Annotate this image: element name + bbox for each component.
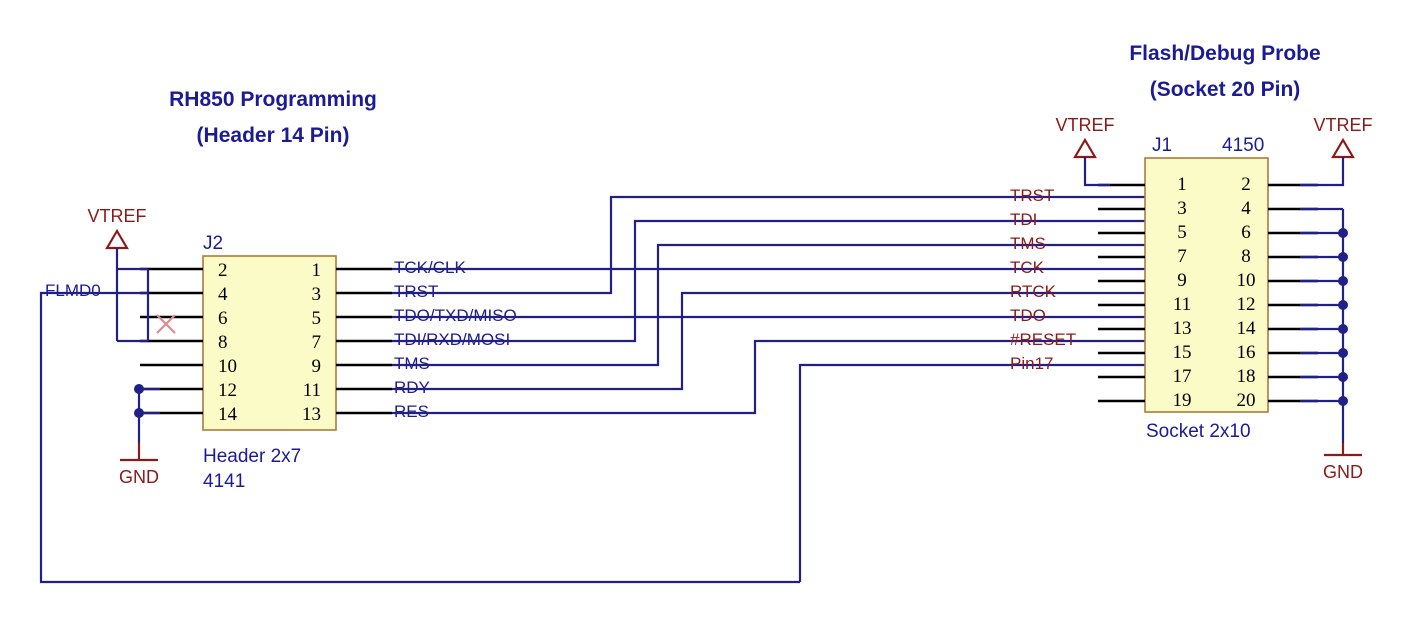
- left-pin-8: 8: [218, 332, 228, 353]
- left-connector-left-leads: [140, 267, 203, 415]
- mid-net-tck-clk: TCK/CLK: [394, 258, 466, 277]
- right-pin-6: 6: [1241, 222, 1251, 243]
- junction-dot: [134, 384, 144, 394]
- left-connector-desc1: Header 2x7: [203, 446, 301, 467]
- left-pin-4: 4: [218, 284, 228, 305]
- right-net-tms: TMS: [1010, 234, 1046, 253]
- left-pin-9: 9: [312, 356, 322, 377]
- right-pin-19: 19: [1173, 390, 1192, 411]
- wire-trst: [392, 195, 1145, 295]
- vtref-probe-left-label: VTREF: [1055, 115, 1114, 135]
- flmd0-label: FLMD0: [45, 281, 101, 300]
- vtref-probe-right-symbol: [1331, 137, 1355, 159]
- vtref-probe-right-label: VTREF: [1313, 115, 1372, 135]
- right-pin-10: 10: [1237, 270, 1256, 291]
- right-pin-13: 13: [1173, 318, 1192, 339]
- right-pin-8: 8: [1241, 246, 1251, 267]
- vtref-probe-left-symbol: [1073, 137, 1097, 159]
- right-net-tdi: TDI: [1010, 210, 1037, 229]
- gnd-right-label: GND: [1323, 462, 1363, 482]
- right-pin-4: 4: [1241, 198, 1251, 219]
- mid-net-res: RES: [394, 402, 429, 421]
- mid-net-tdo: TDO/TXD/MISO: [394, 306, 517, 325]
- left-connector-right-leads: [336, 267, 392, 415]
- wire-tms: [392, 243, 1145, 367]
- mid-net-trst: TRST: [394, 282, 438, 301]
- right-pin-18: 18: [1237, 366, 1256, 387]
- left-pin-1: 1: [312, 260, 322, 281]
- no-connect-icon: [156, 314, 176, 334]
- left-connector-body: [202, 255, 337, 431]
- right-net-tck: TCK: [1010, 258, 1045, 277]
- right-connector-body: [1144, 157, 1269, 413]
- left-pin-2: 2: [218, 260, 228, 281]
- right-connector-right-leads: [1268, 183, 1318, 403]
- wire-rtck: [392, 291, 1145, 391]
- gnd-right-junction-dots: [1338, 228, 1348, 406]
- left-connector-ref: J2: [203, 233, 223, 254]
- left-pin-14: 14: [218, 404, 238, 425]
- right-title-line1: Flash/Debug Probe: [1129, 42, 1320, 65]
- right-pin-15: 15: [1173, 342, 1192, 363]
- right-pin-16: 16: [1237, 342, 1256, 363]
- mid-net-tdi: TDI/RXD/MOSI: [394, 330, 510, 349]
- right-net-tdo: TDO: [1010, 306, 1046, 325]
- left-pin-6: 6: [218, 308, 228, 329]
- vtref-probe-left-wire: [1083, 157, 1110, 187]
- right-connector-ref: J1: [1152, 135, 1172, 156]
- mid-net-rdy: RDY: [394, 378, 430, 397]
- wire-pin17: [798, 363, 1145, 582]
- mid-net-tms: TMS: [394, 354, 430, 373]
- right-pin-2: 2: [1241, 174, 1251, 195]
- right-title-line2: (Socket 20 Pin): [1150, 78, 1301, 101]
- right-net-reset: #RESET: [1010, 330, 1076, 349]
- right-net-pin17: Pin17: [1010, 354, 1053, 373]
- junction-dot: [134, 408, 144, 418]
- left-pin-13: 13: [302, 404, 321, 425]
- left-pin-3: 3: [312, 284, 322, 305]
- left-connector-desc2: 4141: [203, 471, 245, 492]
- right-pin-1: 1: [1177, 174, 1187, 195]
- right-pin-17: 17: [1173, 366, 1192, 387]
- wire-tdi: [392, 219, 1145, 343]
- left-pin-7: 7: [312, 332, 322, 353]
- right-pin-9: 9: [1177, 270, 1187, 291]
- right-pin-11: 11: [1173, 294, 1191, 315]
- right-pin-12: 12: [1237, 294, 1256, 315]
- right-pin-7: 7: [1177, 246, 1187, 267]
- gnd-right-branches: [1300, 231, 1343, 403]
- right-pin-14: 14: [1237, 318, 1257, 339]
- left-pin-11: 11: [303, 380, 321, 401]
- left-title-line1: RH850 Programming: [169, 88, 377, 111]
- right-net-trst: TRST: [1010, 186, 1054, 205]
- right-connector-desc: Socket 2x10: [1146, 421, 1251, 442]
- left-pin-5: 5: [312, 308, 322, 329]
- right-connector-part: 4150: [1222, 135, 1264, 156]
- right-pin-5: 5: [1177, 222, 1187, 243]
- vtref-probe-right-wire: [1300, 157, 1345, 187]
- vtref-left-label: VTREF: [87, 206, 146, 226]
- wire-reset: [392, 339, 1145, 415]
- left-title-line2: (Header 14 Pin): [197, 124, 350, 147]
- vtref-left-symbol: [105, 228, 129, 250]
- gnd-left-label: GND: [119, 467, 159, 487]
- flmd0-wire: [39, 291, 800, 584]
- right-pin-20: 20: [1237, 390, 1256, 411]
- left-pin-12: 12: [218, 380, 237, 401]
- right-pin-3: 3: [1177, 198, 1187, 219]
- left-pin-10: 10: [218, 356, 237, 377]
- right-net-rtck: RTCK: [1010, 282, 1057, 301]
